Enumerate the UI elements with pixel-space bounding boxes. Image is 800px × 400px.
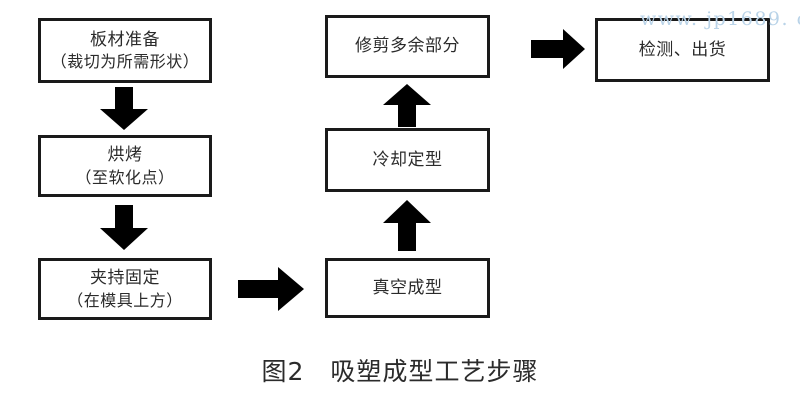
process-node-cooling-setting[interactable]: 冷却定型	[325, 128, 490, 192]
process-node-trimming[interactable]: 修剪多余部分	[325, 15, 490, 78]
process-node-clamping[interactable]: 夹持固定 （在模具上方）	[38, 258, 212, 320]
node-label-line2: （在模具上方）	[67, 290, 183, 310]
arrow-up-cooling-setting-to-trimming	[379, 84, 435, 128]
arrow-right-trimming-to-inspection-shipping	[531, 28, 587, 70]
arrow-right-clamping-to-vacuum-forming	[238, 266, 306, 312]
arrow-down-sheet-preparation-to-baking	[96, 87, 152, 131]
node-label-line1: 修剪多余部分	[355, 36, 460, 57]
node-label-line1: 冷却定型	[372, 149, 443, 170]
process-node-baking[interactable]: 烘烤 （至软化点）	[38, 135, 212, 197]
process-node-sheet-preparation[interactable]: 板材准备 （裁切为所需形状）	[38, 18, 212, 83]
node-label-line2: （至软化点）	[75, 167, 175, 187]
node-label-line1: 真空成型	[372, 277, 443, 298]
figure-caption: 图2 吸塑成型工艺步骤	[261, 357, 539, 386]
node-label-line1: 检测、出货	[638, 39, 727, 60]
node-label-line1: 板材准备	[90, 29, 160, 50]
process-node-vacuum-forming[interactable]: 真空成型	[325, 258, 490, 318]
node-label-line2: （裁切为所需形状）	[50, 52, 200, 72]
arrow-up-vacuum-forming-to-cooling-setting	[379, 200, 435, 252]
process-node-inspection-shipping[interactable]: 检测、出货	[595, 18, 770, 82]
node-label-line1: 夹持固定	[90, 268, 160, 289]
node-label-line1: 烘烤	[107, 145, 143, 166]
arrow-down-baking-to-clamping	[96, 205, 152, 251]
